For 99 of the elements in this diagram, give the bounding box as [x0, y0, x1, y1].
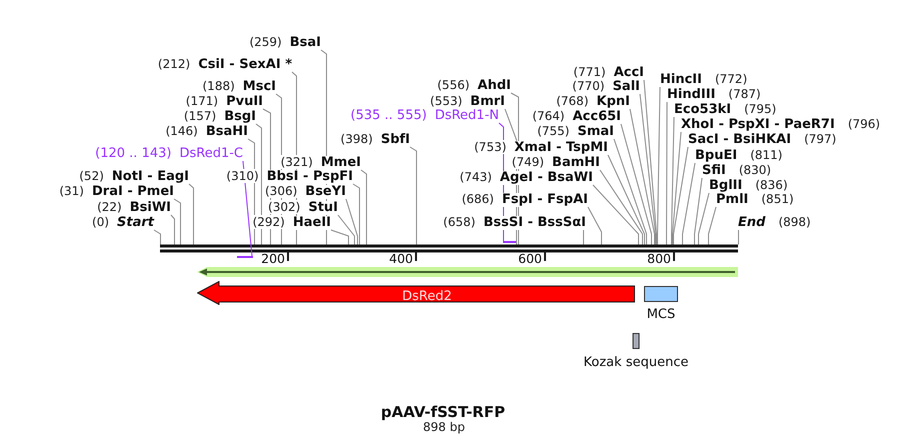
enzyme-label: FspI - FspAI — [502, 193, 588, 207]
site-position: (787) — [728, 87, 761, 101]
site-position: (768) — [556, 94, 589, 108]
scale-label: 600 — [518, 251, 542, 267]
enzyme-label: MmeI — [320, 156, 361, 170]
site-position: (321) — [280, 155, 313, 169]
enzyme-label: HaeII — [292, 216, 331, 230]
site-position: (292) — [252, 215, 285, 229]
site-position: (0) — [92, 215, 110, 229]
scale-label: 400 — [389, 251, 413, 267]
leader-line — [583, 230, 584, 245]
site-position: (553) — [430, 94, 462, 108]
enzyme-label: BpuEI — [695, 149, 738, 163]
enzyme-label: StuI — [308, 201, 338, 215]
leader-line — [671, 116, 674, 245]
enzyme-label: BglII — [709, 179, 742, 193]
leader-line — [614, 138, 647, 245]
site-position: (795) — [744, 102, 776, 116]
site-position: (836) — [755, 178, 788, 192]
leader-line — [588, 206, 602, 245]
leader-line — [708, 206, 716, 245]
plasmid-size: 898 bp — [423, 420, 465, 435]
site-position: (753) — [474, 140, 506, 154]
site-position: (898) — [778, 215, 811, 229]
leader-line — [346, 198, 358, 245]
leader-line — [330, 230, 349, 245]
scale-label: 200 — [261, 251, 285, 267]
site-position: (658) — [443, 215, 476, 229]
leader-line — [256, 124, 262, 245]
leader-line — [410, 146, 417, 245]
site-position: (796) — [848, 117, 880, 131]
plasmid-title: pAAV-fSST-RFP — [380, 403, 506, 421]
site-position: (171) — [186, 94, 218, 108]
leader-line — [666, 102, 668, 245]
primer-site-mark — [503, 241, 517, 243]
site-position: (772) — [714, 72, 748, 86]
enzyme-label: BseYI — [305, 185, 346, 199]
site-position: (52) — [79, 169, 104, 183]
leader-line — [620, 124, 652, 245]
site-position: (398) — [340, 132, 373, 146]
leader-line — [640, 94, 656, 245]
leader-line — [352, 184, 360, 245]
leader-line — [170, 214, 175, 245]
feature-label: MCS — [646, 307, 676, 323]
enzyme-label: XhoI - PspXI - PaeR7I — [681, 118, 835, 132]
feature-label: DsRed2 — [402, 289, 452, 304]
site-position: (310) — [226, 169, 259, 183]
feature-label: Kozak sequence — [584, 355, 688, 371]
primer-range: (535 .. 555) — [350, 109, 427, 123]
sequence-line — [160, 244, 738, 252]
leader-line — [672, 132, 682, 245]
leader-line — [174, 198, 181, 245]
site-position: (556) — [437, 78, 470, 92]
leader-line — [338, 214, 355, 245]
site-position: (31) — [59, 184, 84, 198]
site-position: (212) — [158, 57, 190, 71]
site-position: (22) — [97, 200, 122, 214]
leader-line — [657, 86, 660, 245]
scale-label: 800 — [647, 251, 671, 267]
leader-line — [644, 80, 657, 245]
leader-line — [360, 170, 367, 245]
site-position: (188) — [202, 79, 235, 93]
site-position: (743) — [460, 170, 492, 184]
leader-line — [608, 154, 645, 245]
enzyme-label: AgeI - BsaWI — [500, 171, 593, 185]
site-position: (830) — [738, 163, 772, 177]
site-position: (755) — [537, 124, 570, 138]
enzyme-label: KpnI — [596, 95, 630, 109]
site-position: (157) — [184, 109, 216, 123]
enzyme-label: XmaI - TspMI — [514, 141, 608, 155]
site-position: (851) — [761, 192, 794, 206]
enzyme-label: BbsI - PspFI — [266, 170, 353, 184]
leader-line — [694, 178, 702, 245]
orf-track — [197, 267, 738, 277]
leader-line — [738, 230, 739, 245]
primer-site-mark — [237, 256, 253, 258]
leader-line — [673, 146, 688, 245]
site-position: (146) — [166, 124, 198, 138]
site-position: (764) — [532, 109, 565, 123]
enzyme-label: BsgI — [224, 110, 256, 124]
leader-line — [698, 192, 710, 245]
site-position: (302) — [268, 200, 300, 214]
leader-line — [682, 162, 696, 245]
primer-range: (120 .. 143) — [95, 147, 172, 161]
site-position: (797) — [804, 132, 836, 146]
enzyme-label: NotI - EagI — [112, 170, 189, 184]
leader-line — [592, 184, 639, 245]
site-position: (770) — [572, 79, 605, 93]
site-position: (306) — [265, 184, 298, 198]
site-position: (771) — [573, 65, 606, 79]
site-position: (811) — [750, 148, 782, 162]
leader-line — [600, 170, 643, 245]
site-position: (259) — [249, 35, 282, 49]
enzyme-label: BssSI - BssSαI — [483, 216, 586, 230]
site-position: (749) — [512, 155, 544, 169]
leader-line — [154, 230, 161, 245]
leader-line — [630, 108, 655, 245]
leader-line — [188, 184, 194, 245]
site-position: (686) — [462, 192, 494, 206]
